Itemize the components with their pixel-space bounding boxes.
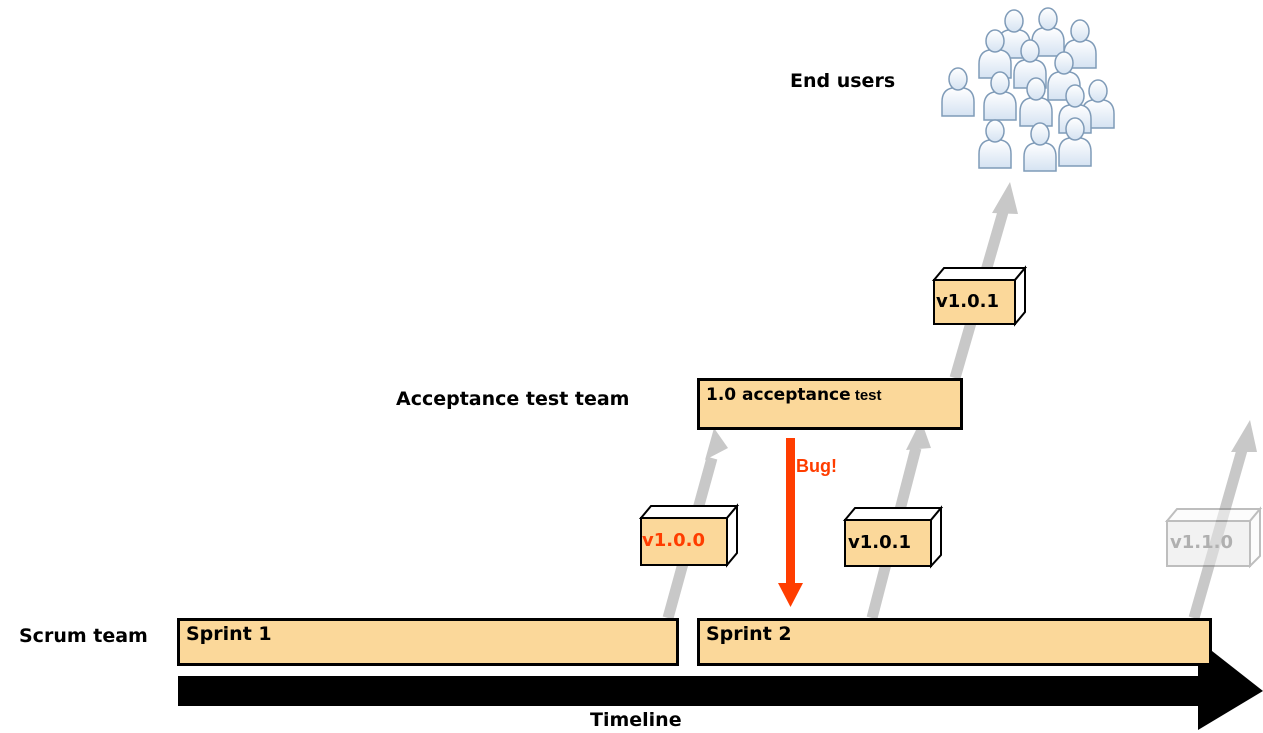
- timeline-label: Timeline: [590, 709, 682, 731]
- version-box-v101-high: [931, 265, 1028, 327]
- scrum-team-label: Scrum team: [19, 625, 148, 647]
- version-label-v110: v1.1.0: [1170, 532, 1233, 553]
- version-box-v101-low: [842, 505, 944, 569]
- sprint-1-label: Sprint 1: [186, 623, 272, 645]
- sprint-2-label: Sprint 2: [706, 623, 792, 645]
- bug-arrow: [778, 438, 803, 607]
- acceptance-test-label: 1.0 acceptance: [706, 385, 851, 405]
- sprint-2-bar: Sprint 2: [697, 618, 1212, 666]
- release-arrow-2-head: [906, 420, 931, 450]
- acceptance-team-label: Acceptance test team: [396, 388, 630, 410]
- version-box-v110: [1164, 506, 1263, 569]
- version-label-v101-high: v1.0.1: [936, 291, 999, 312]
- version-box-v100: [638, 503, 740, 568]
- end-users-label: End users: [790, 70, 896, 92]
- bug-label: Bug!: [796, 456, 837, 476]
- sprint-1-bar: Sprint 1: [177, 618, 679, 666]
- version-label-v100: v1.0.0: [642, 530, 705, 551]
- release-arrow-3-head: [992, 182, 1018, 214]
- acceptance-test-bar: 1.0 acceptance test: [697, 378, 963, 430]
- timeline-arrow: [178, 640, 1263, 730]
- version-label-v101-low: v1.0.1: [848, 532, 911, 553]
- acceptance-test-suffix: test: [850, 387, 882, 404]
- release-arrow-1-head: [705, 428, 728, 460]
- release-arrow-4-head: [1231, 420, 1257, 452]
- end-users-icon: [941, 7, 1115, 172]
